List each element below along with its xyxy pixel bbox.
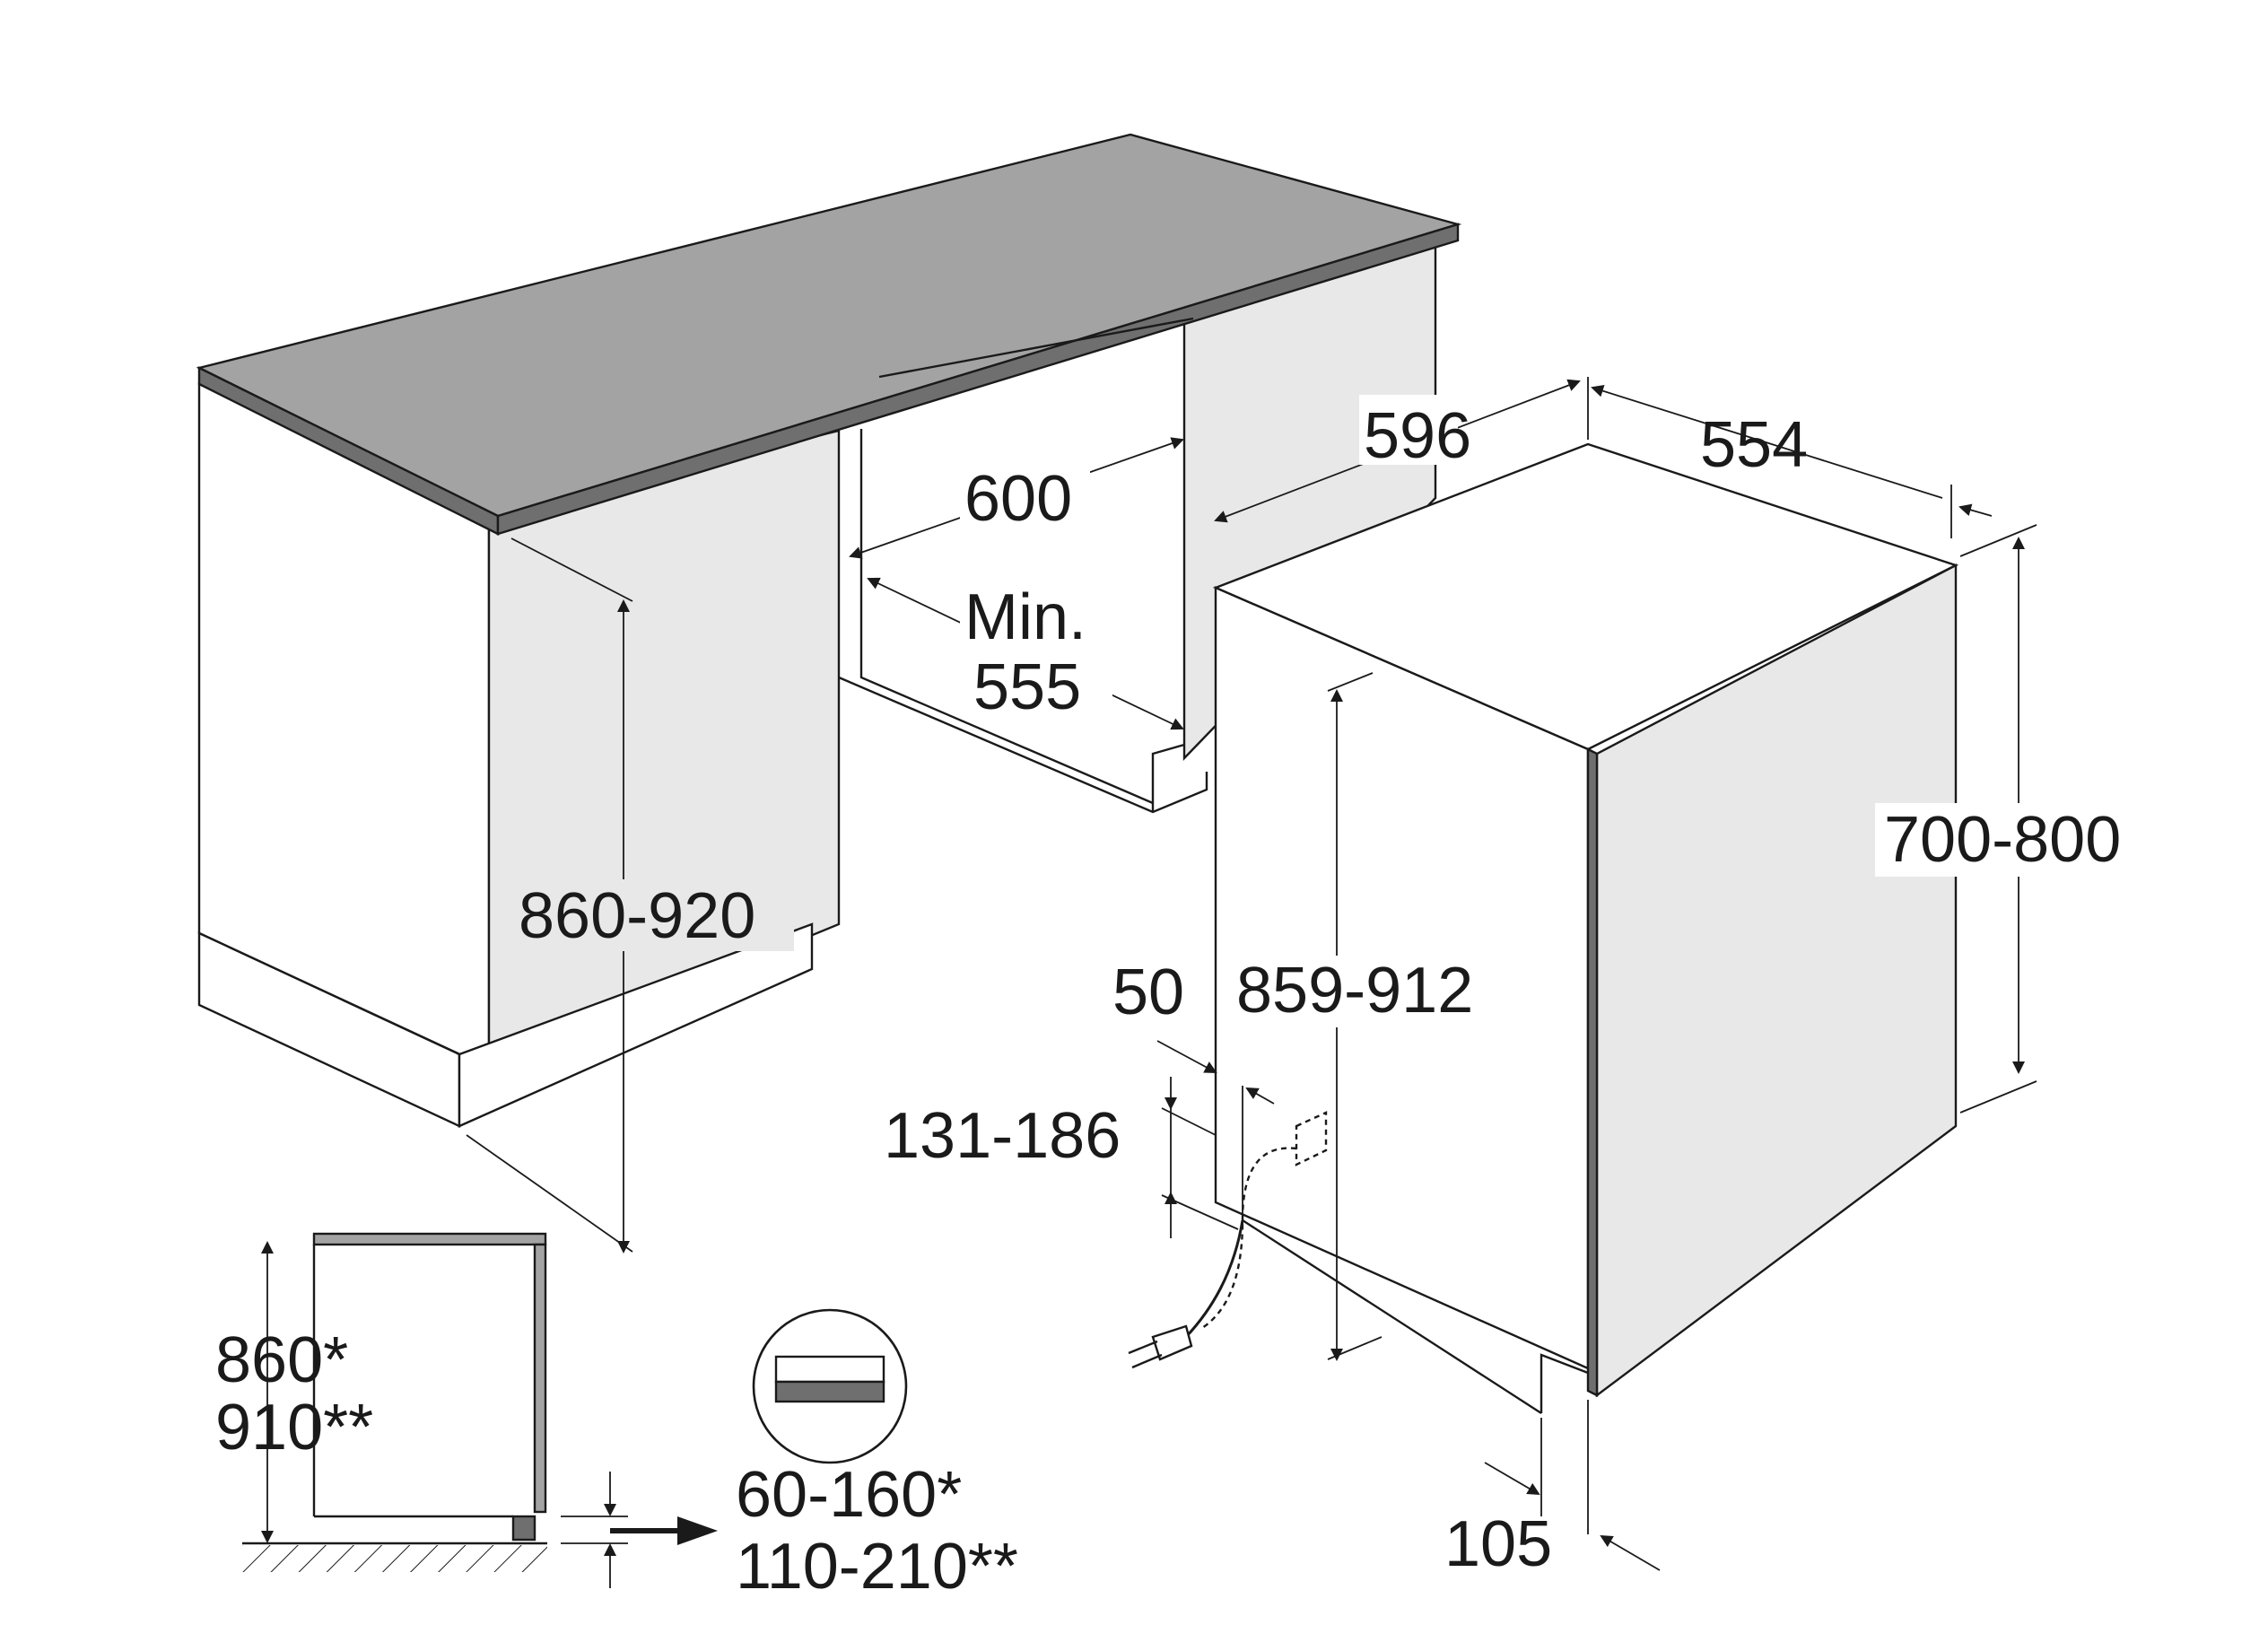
worktop-underside (878, 317, 1194, 379)
niche-floor (838, 676, 1208, 814)
dim-554: 554 (1700, 409, 1808, 481)
dim-min-label: Min. (964, 581, 1086, 653)
side-worktop (312, 1232, 547, 1246)
dim-910-star: 910** (215, 1392, 373, 1463)
arrow-icon (610, 1516, 718, 1545)
dim-859-912: 859-912 (1236, 955, 1473, 1026)
dim-50: 50 (1112, 957, 1184, 1028)
dishwasher-plinth-notch (1540, 1353, 1589, 1413)
dim-105: 105 (1444, 1508, 1552, 1580)
dim-700-800: 700-800 (1884, 804, 2121, 876)
dim-600: 600 (964, 463, 1072, 535)
floor-hatch (242, 1545, 547, 1572)
worktop-side-edge (496, 223, 1460, 536)
dim-860-920: 860-920 (519, 880, 755, 952)
niche-plinth-step (1151, 743, 1185, 812)
dim-131-186: 131-186 (884, 1100, 1121, 1172)
side-cabinet-wall (533, 1243, 547, 1514)
side-view-detail (242, 1232, 718, 1588)
door-edge (1586, 747, 1599, 1397)
dishwasher (1128, 442, 1959, 1415)
side-plinth (511, 1515, 536, 1542)
dim-860-star: 860* (215, 1324, 348, 1396)
plinth-icon (752, 1308, 908, 1464)
dim-110-210: 110-210** (736, 1531, 1018, 1603)
power-plug-icon (1128, 1324, 1193, 1369)
dim-60-160: 60-160* (736, 1459, 962, 1531)
dim-596: 596 (1364, 400, 1471, 472)
dim-555: 555 (973, 651, 1081, 723)
service-connection (1184, 1111, 1328, 1339)
left-plinth-side (458, 922, 814, 1128)
dishwasher-bottom-edge (1242, 1219, 1542, 1415)
